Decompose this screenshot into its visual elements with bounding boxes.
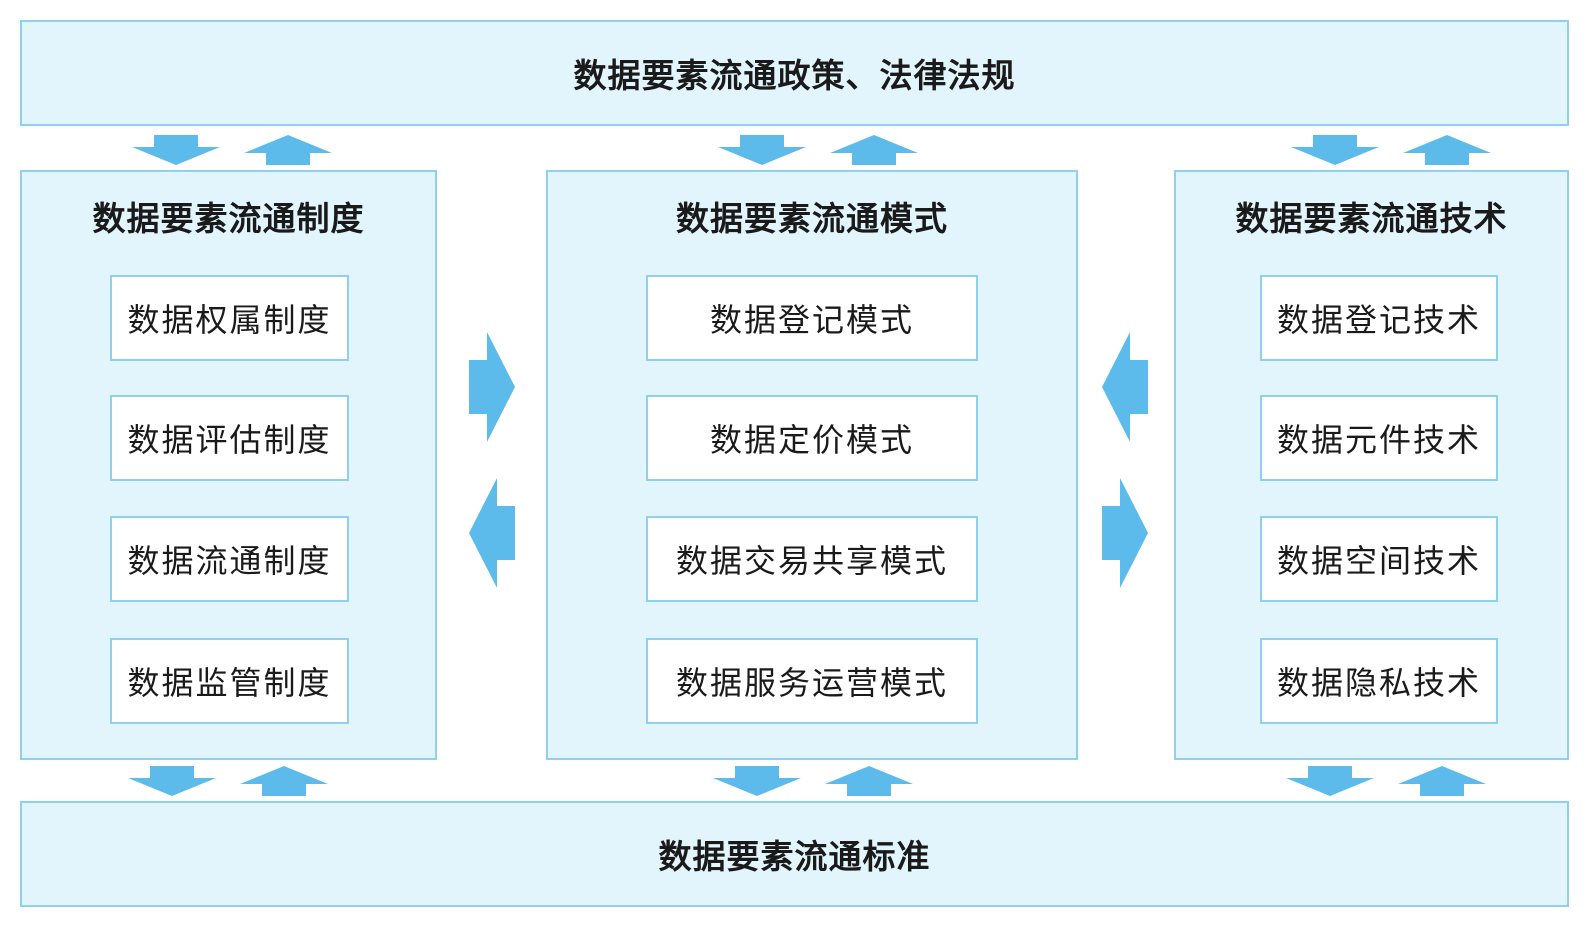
item-element-technology: 数据元件技术 xyxy=(1260,395,1498,481)
panel-title-mode: 数据要素流通模式 xyxy=(676,199,948,238)
arrow-up-icon xyxy=(1403,135,1491,165)
arrow-right-icon xyxy=(1102,478,1148,588)
arrow-up-icon xyxy=(1398,766,1486,796)
panel-title-technology: 数据要素流通技术 xyxy=(1235,199,1508,238)
item-registration-mode: 数据登记模式 xyxy=(646,275,978,361)
arrow-up-icon xyxy=(240,766,328,796)
arrow-down-icon xyxy=(128,766,216,796)
arrow-right-icon xyxy=(469,332,515,442)
arrow-up-icon xyxy=(244,135,332,165)
arrow-up-icon xyxy=(825,766,913,796)
arrow-down-icon xyxy=(1286,766,1374,796)
item-evaluation-system: 数据评估制度 xyxy=(110,395,349,481)
policy-law-label: 数据要素流通政策、法律法规 xyxy=(573,56,1016,95)
arrow-down-icon xyxy=(718,135,806,165)
standards-band: 数据要素流通标准 xyxy=(20,801,1569,907)
item-registration-technology: 数据登记技术 xyxy=(1260,275,1498,361)
panel-circulation-mode: 数据要素流通模式 数据登记模式 数据定价模式 数据交易共享模式 数据服务运营模式 xyxy=(546,170,1078,760)
item-trading-sharing-mode: 数据交易共享模式 xyxy=(646,516,978,602)
item-ownership-system: 数据权属制度 xyxy=(110,275,349,361)
item-service-operation-mode: 数据服务运营模式 xyxy=(646,638,978,724)
arrow-down-icon xyxy=(132,135,220,165)
panel-circulation-system: 数据要素流通制度 数据权属制度 数据评估制度 数据流通制度 数据监管制度 xyxy=(20,170,437,760)
item-supervision-system: 数据监管制度 xyxy=(110,638,349,724)
arrow-down-icon xyxy=(1291,135,1379,165)
item-pricing-mode: 数据定价模式 xyxy=(646,395,978,481)
standards-label: 数据要素流通标准 xyxy=(658,837,931,876)
arrow-up-icon xyxy=(830,135,918,165)
arrow-left-icon xyxy=(1102,332,1148,442)
policy-law-band: 数据要素流通政策、法律法规 xyxy=(20,20,1569,126)
item-circulation-system: 数据流通制度 xyxy=(110,516,349,602)
arrow-down-icon xyxy=(713,766,801,796)
arrow-left-icon xyxy=(469,478,515,588)
panel-circulation-technology: 数据要素流通技术 数据登记技术 数据元件技术 数据空间技术 数据隐私技术 xyxy=(1174,170,1569,760)
item-privacy-technology: 数据隐私技术 xyxy=(1260,638,1498,724)
item-space-technology: 数据空间技术 xyxy=(1260,516,1498,602)
panel-title-system: 数据要素流通制度 xyxy=(92,199,365,238)
